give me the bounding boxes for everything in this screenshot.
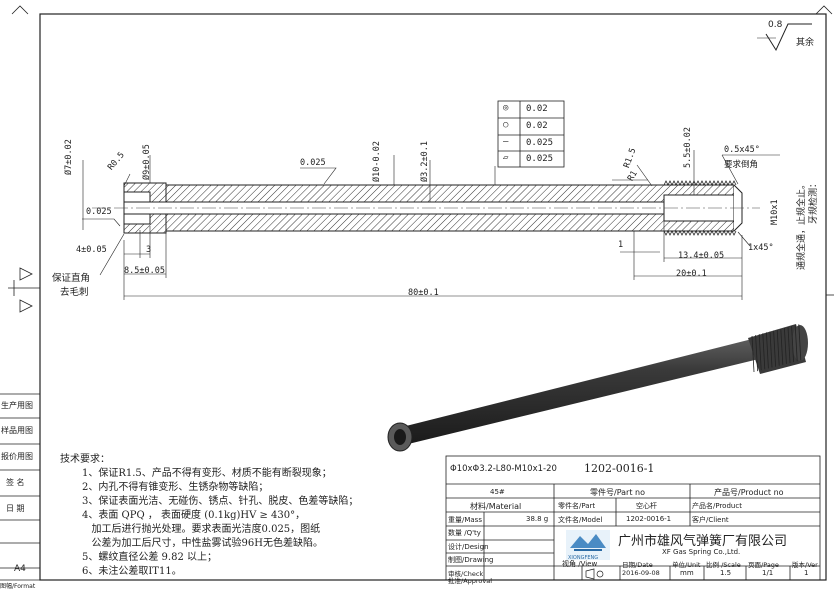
dim-d7: Ø7±0.02 <box>64 139 74 175</box>
tb-version-value: 1 <box>804 569 809 577</box>
tb-part-name-label: 零件名/Part <box>558 502 596 510</box>
dimension-lines <box>82 150 780 300</box>
tolerance-frame-grid <box>497 100 565 168</box>
tb-date-value: 2016-09-08 <box>622 569 660 577</box>
note-protect-angle: 保证直角 <box>52 273 91 284</box>
tb-drawing-label: 制图/Drawing <box>448 556 494 564</box>
roughness-value: 0.8 <box>768 20 783 30</box>
paper-size: A4 <box>14 564 26 574</box>
tb-drawing-no: 1202-0016-1 <box>584 462 655 475</box>
note-item: 2、内孔不得有锥变形、生锈杂物等缺陷； <box>82 482 269 493</box>
tb-version-label: 版本/Ver <box>792 561 818 569</box>
tb-page-label: 页面/Page <box>748 561 779 569</box>
note-deburr: 去毛刺 <box>60 287 89 298</box>
tb-approval-label: 批准/Approval <box>448 577 493 585</box>
tb-part-name-value: 空心杆 <box>636 502 657 510</box>
dim-len80: 80±0.1 <box>408 288 439 298</box>
dim-rough-mid: 0.025 <box>300 158 326 168</box>
dim-d32: Ø3.2±0.1 <box>420 141 430 182</box>
dim-chamfer-note: 要求倒角 <box>724 160 759 170</box>
projection-symbol-icon <box>585 568 604 580</box>
note-item: 公差为加工后尺寸，中性盐雾试验96H无色差缺陷。 <box>82 538 323 549</box>
side-label-quote: 报价用图 <box>1 452 33 461</box>
tb-logo-text: XIONGFENG <box>568 555 599 561</box>
side-label-date: 日 期 <box>6 504 25 513</box>
tb-check-label: 审核/Check <box>448 570 484 578</box>
tb-file-value: 1202-0016-1 <box>626 515 672 523</box>
tb-file-label: 文件名/Model <box>558 516 603 524</box>
tb-scale-label: 比例 /Scale <box>706 561 741 569</box>
side-label-production: 生产用图 <box>1 401 33 410</box>
note-item: 加工后进行抛光处理。要求表面光洁度0.025，图纸 <box>82 524 321 535</box>
dim-chamfer: 0.5x45° <box>724 145 760 155</box>
dim-len20: 20±0.1 <box>676 269 707 279</box>
tb-spec: Φ10xΦ3.2-L80-M10x1-20 <box>450 464 557 474</box>
tb-date-label: 日期/Date <box>622 561 653 569</box>
rod-3d-render <box>387 324 808 452</box>
company-logo <box>566 530 610 560</box>
tb-unit-value: mm <box>680 569 694 577</box>
dim-len3: 3 <box>146 245 152 255</box>
side-label-signature: 签 名 <box>6 478 25 487</box>
tb-scale-value: 1.5 <box>720 569 732 577</box>
tol-straightness-icon: — <box>503 137 509 147</box>
note-item: 3、保证表面光洁、无碰伤、锈点、针孔、脱皮、色差等缺陷； <box>82 496 359 507</box>
tb-material-value: 45# <box>490 488 505 496</box>
tb-qty-label: 数量 /Q'ty <box>448 529 481 537</box>
note-item: 5、螺纹直径公差 9.82 以上； <box>82 552 217 563</box>
tb-weight-value: 38.8 g <box>526 515 549 523</box>
tb-page-value: 1/1 <box>762 569 774 577</box>
note-item: 6、未注公差取IT11。 <box>82 566 182 577</box>
tol-concentricity-value: 0.02 <box>526 104 548 114</box>
roughness-other-label: 其余 <box>796 38 815 48</box>
roughness-symbol <box>765 23 812 52</box>
tb-design-label: 设计/Design <box>448 543 489 551</box>
tb-company-en: XF Gas Spring Co.,Ltd. <box>662 548 741 556</box>
dim-len85: 8.5±0.05 <box>124 266 165 276</box>
paper-size-label: 图幅/Format <box>0 583 36 590</box>
dim-d55: 5.5±0.02 <box>683 127 693 168</box>
rod-section-view <box>92 180 760 236</box>
title-block-grid <box>445 455 821 581</box>
note-item: 1、保证R1.5、产品不得有变形、材质不能有断裂现象； <box>82 468 332 479</box>
side-label-sample: 样品用图 <box>1 426 33 435</box>
tol-cylindricity-icon: ▱ <box>503 153 509 163</box>
notes-title: 技术要求： <box>60 454 110 465</box>
tol-roundness-icon: ○ <box>503 120 509 130</box>
dim-len134: 13.4±0.05 <box>678 251 725 261</box>
dim-m10: M10x1 <box>770 199 780 225</box>
note-thread-check: 牙规检测： <box>809 178 819 224</box>
drawing-frame <box>39 13 827 581</box>
dim-c1x45: 1x45° <box>748 243 774 253</box>
tb-material-label: 材料/Material <box>470 502 522 511</box>
tb-company-cn: 广州市雄风气弹簧厂有限公司 <box>618 534 788 549</box>
tb-view-label: 视角 /View <box>562 560 598 568</box>
dim-len4: 4±0.05 <box>76 245 107 255</box>
note-item: 4、表面 QPQ ， 表面硬度 (0.1kg)HV ≥ 430°， <box>82 510 306 521</box>
technical-requirements: 技术要求： 1、保证R1.5、产品不得有变形、材质不能有断裂现象； 2、内孔不得… <box>60 453 358 579</box>
tol-cylindricity-value: 0.025 <box>526 154 554 164</box>
tb-product-name-label: 产品名/Product <box>692 502 742 510</box>
dim-d9: Ø9±0.05 <box>142 144 152 180</box>
tb-product-no-label: 产品号/Product no <box>714 488 784 497</box>
tb-client-label: 客户/Client <box>692 516 729 524</box>
tol-straightness-value: 0.025 <box>526 138 554 148</box>
dim-d10: Ø10-0.02 <box>372 141 382 182</box>
tb-part-no-label: 零件号/Part no <box>590 488 645 497</box>
tb-weight-label: 重量/Mass <box>448 516 482 524</box>
tb-unit-label: 单位/Unit <box>672 561 701 569</box>
dim-len1: 1 <box>618 240 624 250</box>
dim-rough-left: 0.025 <box>86 207 112 217</box>
tol-concentricity-icon: ◎ <box>503 103 509 113</box>
tol-roundness-value: 0.02 <box>526 121 548 131</box>
